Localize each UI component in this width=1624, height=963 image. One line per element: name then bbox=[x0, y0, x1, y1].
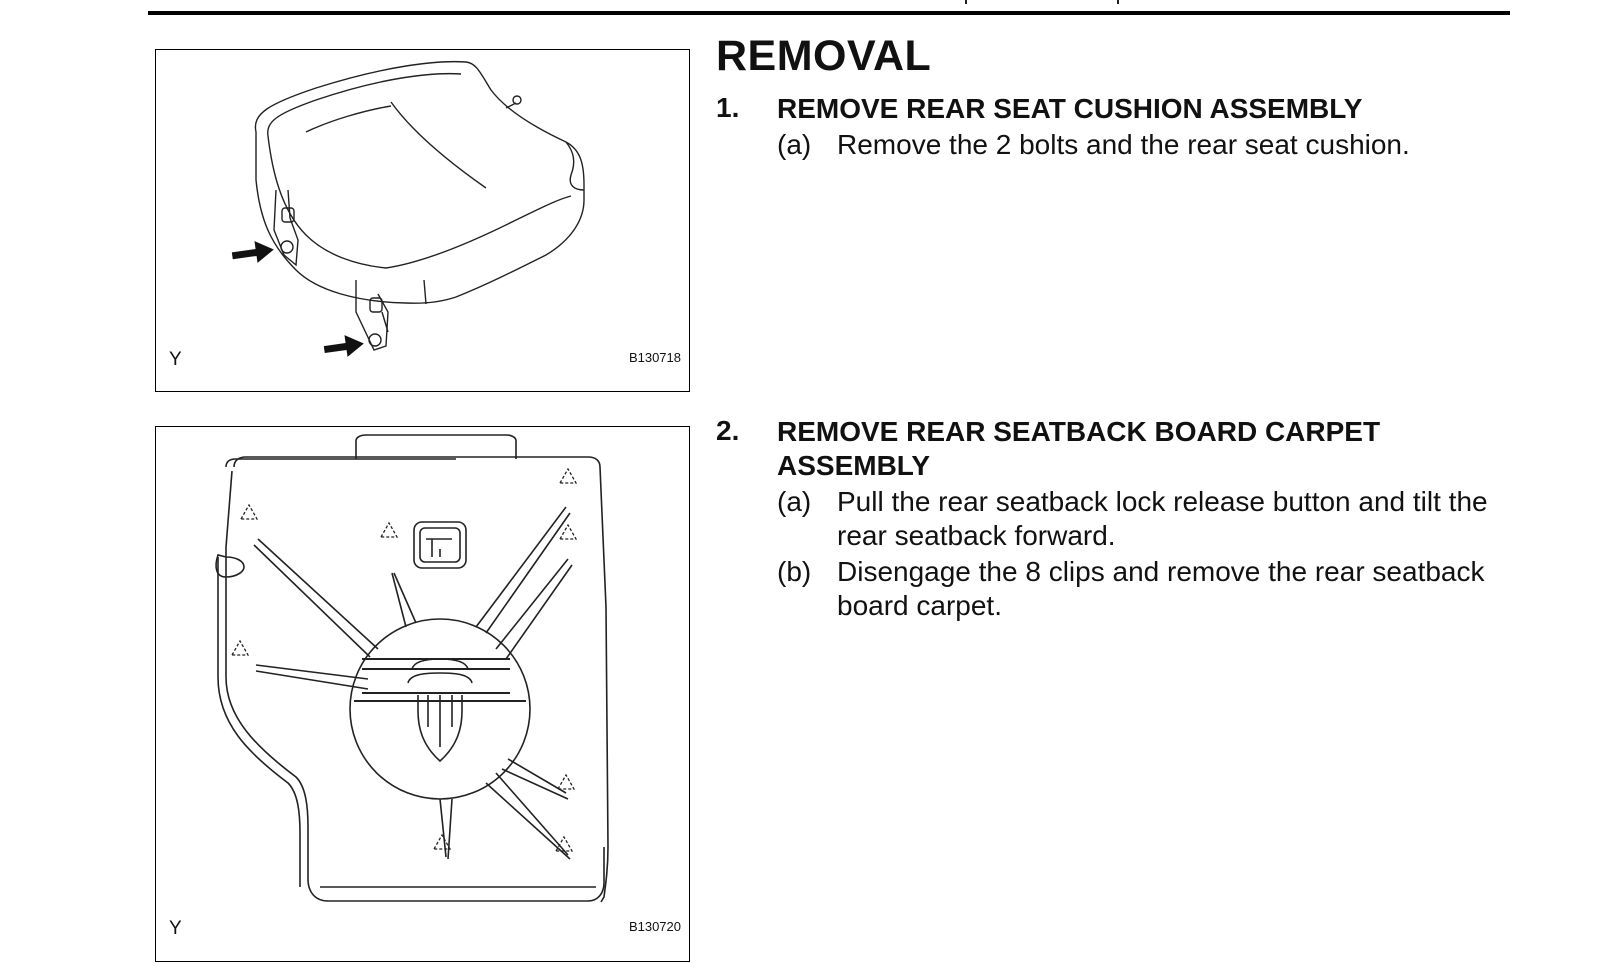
step-title: REMOVE REAR SEATBACK BOARD CARPET ASSEMB… bbox=[777, 416, 1381, 481]
step-title: REMOVE REAR SEAT CUSHION ASSEMBLY bbox=[777, 93, 1363, 124]
step-2: 2. REMOVE REAR SEATBACK BOARD CARPET ASS… bbox=[716, 415, 1516, 625]
substep-text: Pull the rear seatback lock release butt… bbox=[837, 486, 1488, 551]
substep-text: Disengage the 8 clips and remove the rea… bbox=[837, 556, 1485, 621]
figure-view-letter: Y bbox=[169, 918, 182, 939]
step-number: 1. bbox=[716, 92, 740, 123]
substep-text: Remove the 2 bolts and the rear seat cus… bbox=[837, 129, 1410, 160]
figure-view-letter: Y bbox=[169, 349, 182, 370]
substep-label: (a) bbox=[777, 129, 812, 160]
step-number: 2. bbox=[716, 415, 740, 446]
substep: (a) Pull the rear seatback lock release … bbox=[777, 485, 1517, 553]
top-rule bbox=[148, 11, 1510, 15]
figure-code: B130720 bbox=[628, 919, 681, 934]
substep-label: (b) bbox=[777, 556, 812, 587]
figure-code: B130718 bbox=[628, 350, 681, 365]
seat-cushion-illustration bbox=[231, 60, 585, 357]
section-title: REMOVAL bbox=[716, 32, 932, 80]
arrow-icon bbox=[231, 241, 364, 357]
clip-marker-icon bbox=[230, 467, 578, 852]
figure-seatback-board: Y B130720 bbox=[155, 426, 690, 962]
substep: (b) Disengage the 8 clips and remove the… bbox=[777, 555, 1517, 623]
figure-seat-cushion: Y B130718 bbox=[155, 49, 690, 392]
substep: (a) Remove the 2 bolts and the rear seat… bbox=[777, 128, 1517, 162]
substep-label: (a) bbox=[777, 486, 812, 517]
seatback-board-illustration bbox=[215, 434, 609, 903]
step-1: 1. REMOVE REAR SEAT CUSHION ASSEMBLY (a)… bbox=[716, 92, 1516, 162]
header-bracket bbox=[965, 0, 1119, 4]
